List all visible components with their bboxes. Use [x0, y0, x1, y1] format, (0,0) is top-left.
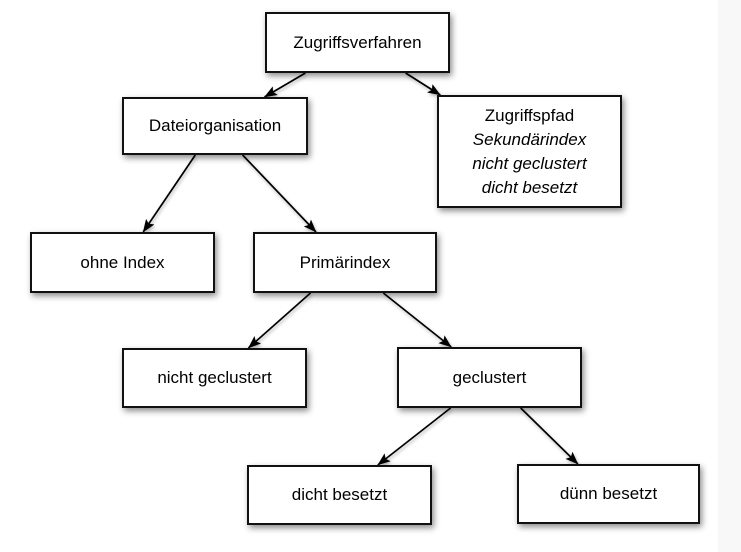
node-primaerindex: Primärindex: [253, 232, 437, 293]
edge-zugriffsverfahren-to-zugriffspfad: [405, 72, 441, 96]
edge-primaerindex-to-nicht_geclustert: [247, 292, 312, 349]
node-geclustert: geclustert: [397, 347, 582, 408]
node-zugriffspfad-line2: Sekundärindex: [472, 129, 587, 149]
node-ohne-index-label: ohne Index: [80, 252, 165, 272]
node-dicht-besetzt: dicht besetzt: [247, 465, 432, 525]
page-right-margin: [718, 0, 741, 552]
node-dateiorganisation-label: Dateiorganisation: [148, 116, 282, 135]
edge-geclustert-to-dicht_besetzt: [377, 407, 452, 466]
node-zugriffspfad: Zugriffspfad Sekundärindex nicht geclust…: [437, 95, 622, 208]
node-zugriffsverfahren-label: Zugriffsverfahren: [293, 32, 422, 52]
edge-dateiorganisation-to-primaerindex: [241, 154, 317, 233]
node-dicht-besetzt-label: dicht besetzt: [291, 485, 388, 504]
node-duenn-besetzt: dünn besetzt: [517, 464, 700, 524]
node-dateiorganisation: Dateiorganisation: [122, 97, 308, 155]
node-primaerindex-label: Primärindex: [299, 252, 391, 272]
node-ohne-index: ohne Index: [30, 232, 215, 293]
edge-zugriffsverfahren-to-dateiorganisation: [264, 72, 306, 98]
node-duenn-besetzt-label: dünn besetzt: [559, 484, 658, 503]
node-nicht-geclustert-label: nicht geclustert: [157, 368, 272, 387]
node-zugriffspfad-line1: Zugriffspfad: [484, 105, 575, 125]
edge-primaerindex-to-geclustert: [382, 292, 452, 348]
edge-geclustert-to-duenn_besetzt: [520, 407, 579, 465]
edge-dateiorganisation-to-ohne_index: [142, 154, 197, 233]
node-zugriffsverfahren: Zugriffsverfahren: [265, 12, 450, 73]
node-zugriffspfad-line4: dicht besetzt: [481, 177, 578, 197]
node-nicht-geclustert: nicht geclustert: [122, 348, 307, 408]
node-geclustert-label: geclustert: [452, 367, 527, 387]
node-zugriffspfad-line3: nicht geclustert: [472, 153, 587, 173]
